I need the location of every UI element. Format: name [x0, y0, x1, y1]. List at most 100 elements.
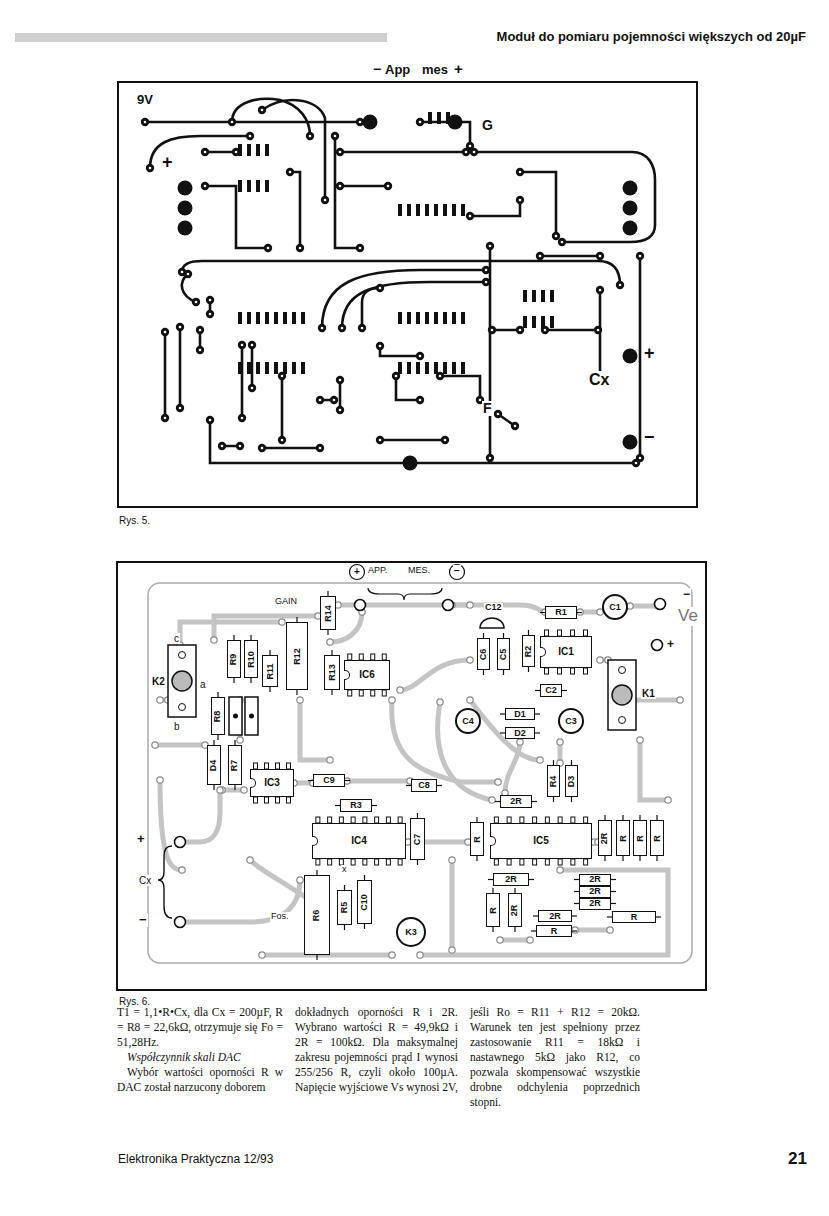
- ic-pin: [533, 859, 537, 865]
- solder-pad: [327, 639, 333, 645]
- solder-pad: [338, 324, 346, 332]
- solder-pad: [141, 118, 149, 126]
- solder-pad: [516, 168, 524, 176]
- solder-pad: [441, 436, 449, 444]
- drill-hole: [519, 199, 522, 202]
- part-label: R8: [213, 710, 222, 722]
- solder-pad: [196, 346, 204, 354]
- solder-pad: [489, 797, 495, 803]
- component-lead: [611, 903, 616, 904]
- component-lead: [562, 690, 567, 691]
- terminal-pad: [403, 456, 418, 471]
- pcb-trace: [182, 880, 300, 922]
- copper-trace: [420, 122, 470, 146]
- solder-pad: [201, 182, 209, 190]
- ic-pad: [407, 362, 411, 374]
- ic-pad: [523, 290, 527, 302]
- solder-pad: [327, 757, 333, 763]
- solder-pad: [238, 414, 246, 422]
- ic-pad: [461, 362, 465, 374]
- solder-pad: [356, 244, 364, 252]
- drill-hole: [149, 167, 152, 170]
- ic-pad: [416, 362, 420, 374]
- ic-pin: [558, 668, 562, 674]
- connector-pin: [172, 671, 192, 691]
- part-label: R: [473, 836, 482, 843]
- pin-name: App: [384, 63, 411, 77]
- drill-hole: [339, 151, 342, 154]
- drill-hole: [281, 439, 284, 442]
- drill-hole: [479, 399, 482, 402]
- page-footer: Elektronika Praktyczna 12/93: [117, 1153, 274, 1166]
- component-lead: [571, 797, 572, 802]
- ic-pin: [363, 859, 367, 865]
- body-text: Wybór wartości oporności R w DAC został …: [117, 1065, 283, 1095]
- pcb-trace: [470, 700, 540, 760]
- drill-hole: [387, 185, 390, 188]
- resistor-box: 2R: [579, 874, 611, 886]
- ic-pad: [550, 290, 554, 302]
- terminal-pad: [363, 115, 378, 130]
- solder-pad: [449, 947, 455, 953]
- part-label: R4: [549, 775, 558, 787]
- solder-pad: [264, 244, 272, 252]
- copper-trace: [281, 376, 284, 440]
- solder-pad: [517, 739, 523, 745]
- terminal-pad: [175, 917, 186, 928]
- part-label: R1: [555, 608, 567, 617]
- resistor-box: R: [470, 822, 484, 856]
- ic-pin: [584, 859, 588, 865]
- terminal-pad: [623, 435, 638, 450]
- component-lead: [611, 891, 616, 892]
- component-side: [148, 565, 692, 964]
- header-band: [15, 33, 387, 42]
- solder-pad: [558, 238, 566, 246]
- part-label: C2: [545, 686, 557, 695]
- ic-pin: [507, 859, 511, 865]
- ic-notch: [344, 670, 350, 680]
- ic-pin: [558, 859, 562, 865]
- solder-pad: [146, 164, 154, 172]
- solder-pad: [296, 244, 304, 252]
- ic-pad: [247, 362, 251, 374]
- component-lead: [656, 856, 657, 861]
- solder-pad: [258, 106, 266, 114]
- resistor-box: R: [486, 893, 500, 927]
- drill-hole: [379, 287, 382, 290]
- ic-notch: [250, 778, 256, 788]
- pin-name: GAIN: [274, 597, 298, 607]
- page-header: Moduł do pomiaru pojemności większych od…: [497, 30, 806, 44]
- solder-pad: [306, 132, 314, 140]
- terminal-pad: [178, 201, 193, 216]
- drill-hole: [485, 281, 488, 284]
- component-lead: [656, 916, 661, 917]
- part-label: R7: [230, 759, 239, 771]
- ic-pin: [254, 797, 258, 803]
- solder-pad: [577, 609, 583, 615]
- drill-hole: [419, 399, 422, 402]
- drill-hole: [485, 269, 488, 272]
- pcb-trace: [347, 779, 410, 784]
- copper-trace: [340, 185, 388, 188]
- solder-pad: [470, 148, 478, 156]
- solder-pad: [176, 404, 184, 412]
- terminal-pad: [623, 349, 638, 364]
- part-label: 2R: [505, 875, 517, 884]
- solder-pad: [217, 787, 223, 793]
- solder-pad: [336, 376, 344, 384]
- brace: [158, 846, 172, 918]
- part-label: R9: [229, 653, 238, 665]
- ic-pad: [461, 204, 465, 216]
- copper-trace: [262, 447, 320, 450]
- solder-pad: [389, 697, 395, 703]
- drill-hole: [235, 151, 238, 154]
- copper-trace: [339, 380, 342, 410]
- solder-pad: [497, 937, 503, 943]
- solder-pad: [218, 442, 226, 450]
- solder-pad: [677, 697, 683, 703]
- pin-name: G: [481, 118, 494, 133]
- ic-pad: [256, 362, 260, 374]
- solder-pad: [494, 410, 502, 418]
- pcb-trace: [155, 743, 205, 748]
